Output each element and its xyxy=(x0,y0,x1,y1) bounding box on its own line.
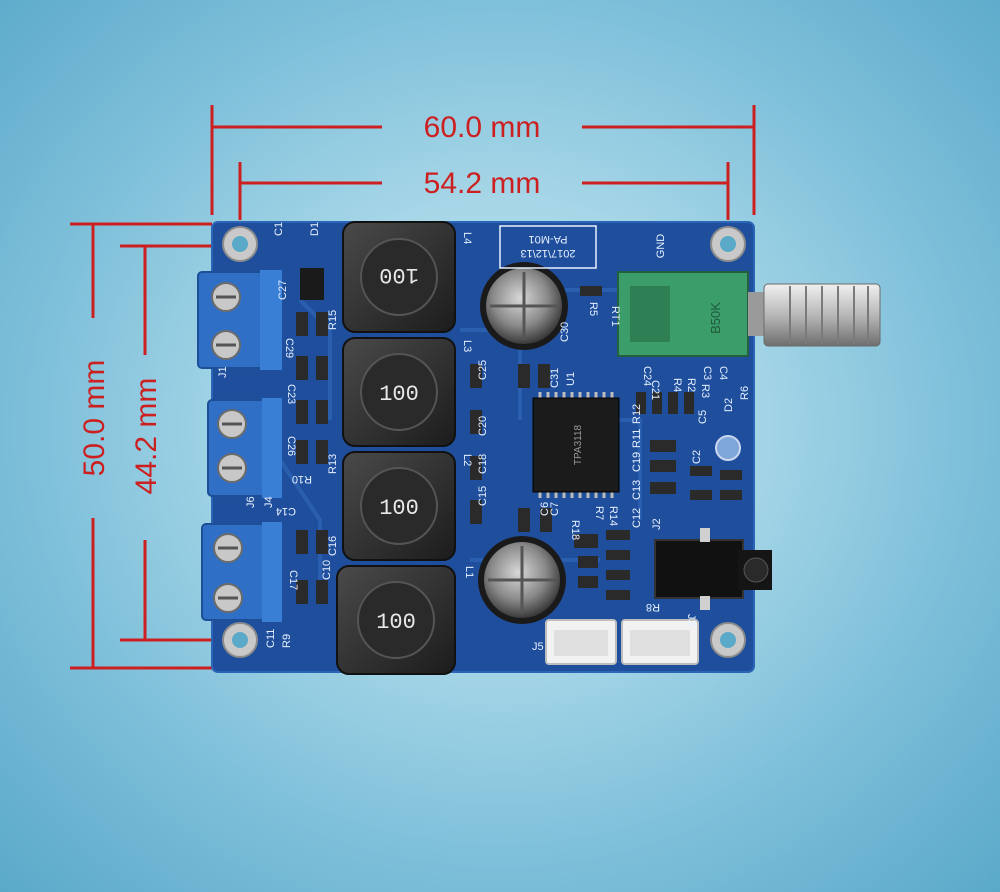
mounting-hole-bottom-left xyxy=(222,622,258,658)
label-C1: C1 xyxy=(273,222,285,236)
label-J3: J3 xyxy=(685,614,697,626)
power-led xyxy=(715,435,741,461)
mounting-holes xyxy=(222,226,746,658)
label-C30: C30 xyxy=(559,322,571,342)
label-J5: J5 xyxy=(532,641,544,653)
label-C14: C14 xyxy=(276,505,296,517)
label-L1: L1 xyxy=(463,566,475,578)
label-RT1: RT1 xyxy=(609,306,621,327)
gnd-label: GND xyxy=(655,234,667,259)
label-D2: D2 xyxy=(723,398,735,412)
label-R3: R3 xyxy=(699,384,711,398)
label-C21: C21 xyxy=(649,380,661,400)
jst-connectors xyxy=(545,619,699,665)
mounting-hole-top-left xyxy=(222,226,258,262)
volume-potentiometer[interactable]: B50K xyxy=(617,271,881,357)
label-R5: R5 xyxy=(587,302,599,316)
label-J2: J2 xyxy=(651,518,663,530)
label-R18: R18 xyxy=(569,520,581,540)
label-J1: J1 xyxy=(217,366,229,378)
connector-j5[interactable] xyxy=(545,619,617,665)
label-C20: C20 xyxy=(477,416,489,436)
inductor-l1-value: 100 xyxy=(376,610,416,635)
screw-terminal-j4 xyxy=(201,522,282,622)
label-C19: C19 xyxy=(631,452,643,472)
label-C12: C12 xyxy=(631,508,643,528)
label-C13: C13 xyxy=(631,480,643,500)
inductor-l4-value: 100 xyxy=(379,262,419,287)
inductors: 100 100 100 100 xyxy=(336,221,456,675)
label-C6: C6 xyxy=(539,502,551,516)
screw-terminals xyxy=(197,270,282,622)
smd-components xyxy=(296,268,742,604)
label-R14: R14 xyxy=(607,506,619,526)
label-C5: C5 xyxy=(697,410,709,424)
silkscreen: PA-M01 2017\12\13 GND C1 D1 L4 C27 R15 C… xyxy=(217,222,751,653)
label-C15: C15 xyxy=(477,486,489,506)
label-C3: C3 xyxy=(701,366,713,380)
electrolytic-capacitors xyxy=(478,262,568,624)
label-C25: C25 xyxy=(477,360,489,380)
amplifier-ic: TPA3118 xyxy=(532,392,620,498)
label-C23: C23 xyxy=(285,384,297,404)
label-R12: R12 xyxy=(631,404,643,424)
inductor-l1: 100 xyxy=(336,565,456,675)
outer-height-label: 50.0 mm xyxy=(78,360,111,477)
label-C27: C27 xyxy=(277,280,289,300)
label-C31: C31 xyxy=(549,368,561,388)
label-L2: L2 xyxy=(461,454,473,466)
label-R9: R9 xyxy=(281,634,293,648)
screw-terminal-j6 xyxy=(207,398,282,498)
inductor-l3: 100 xyxy=(342,337,456,447)
label-J4: J4 xyxy=(263,496,275,508)
label-C17: C17 xyxy=(287,570,299,590)
label-L4: L4 xyxy=(461,232,473,244)
mounting-hole-top-right xyxy=(710,226,746,262)
inner-height-label: 44.2 mm xyxy=(130,378,163,495)
inner-width-label: 54.2 mm xyxy=(424,167,541,200)
label-R6: R6 xyxy=(739,386,751,400)
capacitor-bottom xyxy=(478,536,566,624)
inductor-l2: 100 xyxy=(342,451,456,561)
inductor-l2-value: 100 xyxy=(379,496,419,521)
capacitor-top xyxy=(480,262,568,350)
label-C26: C26 xyxy=(285,436,297,456)
label-R4: R4 xyxy=(671,378,683,392)
ic-marking: TPA3118 xyxy=(573,424,584,465)
mounting-hole-bottom-right xyxy=(710,622,746,658)
pot-label: B50K xyxy=(708,302,723,334)
label-C24: C24 xyxy=(641,366,653,386)
connector-j3[interactable] xyxy=(621,619,699,665)
label-C16: C16 xyxy=(327,536,339,556)
label-C7: C7 xyxy=(549,502,561,516)
label-J6: J6 xyxy=(245,496,257,508)
label-R7: R7 xyxy=(593,506,605,520)
board-date: 2017\12\13 xyxy=(520,247,575,259)
label-R10: R10 xyxy=(292,473,312,485)
label-R15: R15 xyxy=(327,310,339,330)
inductor-l3-value: 100 xyxy=(379,382,419,407)
label-R13: R13 xyxy=(327,454,339,474)
label-C29: C29 xyxy=(283,338,295,358)
label-R11: R11 xyxy=(631,429,643,448)
board-name: PA-M01 xyxy=(529,233,568,245)
label-R8: R8 xyxy=(646,601,660,613)
label-C18: C18 xyxy=(477,454,489,474)
label-L3: L3 xyxy=(461,340,473,352)
label-R2: R2 xyxy=(685,378,697,392)
inductor-l4: 100 xyxy=(342,221,456,333)
audio-jack[interactable] xyxy=(654,528,772,610)
label-C11: C11 xyxy=(265,629,277,648)
label-C2: C2 xyxy=(691,450,703,464)
outer-width-label: 60.0 mm xyxy=(424,111,541,144)
screw-terminal-j1 xyxy=(197,270,282,370)
label-U1: U1 xyxy=(565,372,577,386)
label-C4: C4 xyxy=(717,366,729,380)
label-C10: C10 xyxy=(321,560,333,580)
label-D1: D1 xyxy=(309,222,321,236)
